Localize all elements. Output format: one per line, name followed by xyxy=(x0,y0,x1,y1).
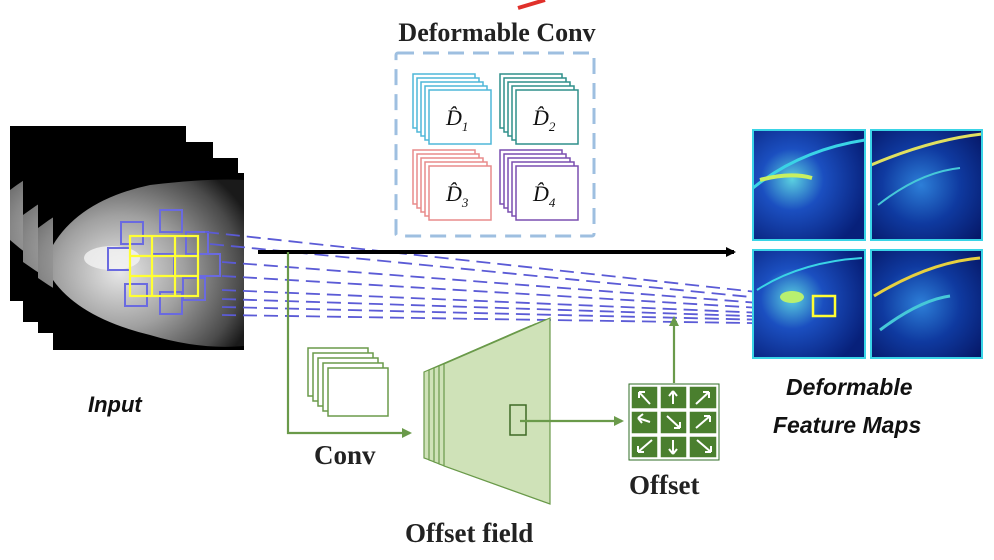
feature-map-top-right xyxy=(870,129,983,241)
feature-map-bottom-right xyxy=(870,249,983,359)
conv-label: Conv xyxy=(314,440,376,470)
offset-branch-arrow xyxy=(286,252,412,438)
deformable-conv-box xyxy=(394,51,596,238)
feature-highlight-box xyxy=(811,294,837,318)
kernel-label-3: D̂3 xyxy=(445,181,469,210)
kernel-stack-3 xyxy=(412,149,492,221)
feature-map-bottom-left xyxy=(752,249,866,359)
output-label-line2: Feature Maps xyxy=(773,412,922,438)
red-accent-mark xyxy=(517,0,546,10)
projection-lines xyxy=(204,231,813,325)
feature-map-top-left xyxy=(752,129,866,241)
kernel-stack-2 xyxy=(499,73,579,145)
deformable-conv-title: Deformable Conv xyxy=(398,18,596,47)
output-label-line1: Deformable xyxy=(786,374,913,400)
kernel-label-4: D̂4 xyxy=(532,181,556,210)
mammogram-image-front xyxy=(53,173,244,350)
offset-arrow-grid-icon xyxy=(628,383,720,461)
kernel-label-1: D̂1 xyxy=(445,105,468,134)
input-label: Input xyxy=(88,392,142,417)
offset-field-volume xyxy=(423,317,551,505)
offset-field-label: Offset field xyxy=(405,518,534,548)
offset-label: Offset xyxy=(629,470,700,500)
conv-layer-stack xyxy=(307,347,389,417)
kernel-stack-4 xyxy=(499,149,579,221)
kernel-label-2: D̂2 xyxy=(532,105,556,134)
kernel-stack-1 xyxy=(412,73,492,145)
regular-sampling-grid xyxy=(128,234,200,298)
